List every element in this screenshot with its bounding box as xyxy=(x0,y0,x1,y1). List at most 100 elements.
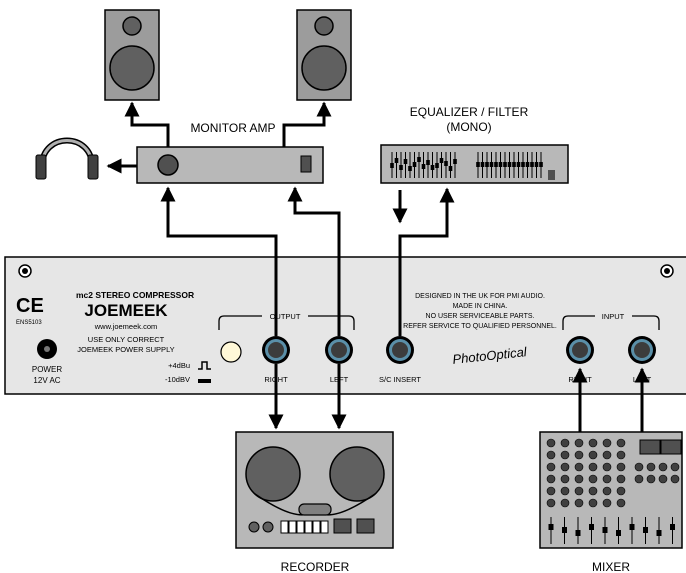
mixer-knob xyxy=(560,462,570,472)
mixer-knob xyxy=(588,486,598,496)
power-label: POWER xyxy=(32,365,62,374)
output-group-label: OUTPUT xyxy=(270,312,301,321)
mixer-fader-knob xyxy=(656,530,662,536)
eq-fader-knob xyxy=(408,166,412,171)
power-spec: 12V AC xyxy=(33,376,60,385)
recorder-button xyxy=(280,520,289,534)
notice-line2: MADE IN CHINA. xyxy=(453,303,508,310)
recorder-button xyxy=(296,520,305,534)
level-switch-high-icon[interactable] xyxy=(198,361,211,370)
eq-fader-knob xyxy=(435,163,439,168)
eq-fader-knob xyxy=(516,162,521,167)
mixer-knob xyxy=(588,474,598,484)
website: www.joemeek.com xyxy=(94,322,158,331)
output-right-to-amp xyxy=(160,186,278,336)
eq-fader-knob xyxy=(426,160,430,165)
sc-insert-label: S/C INSERT xyxy=(379,375,421,384)
sc-to-eq xyxy=(398,187,455,336)
eq-fader-knob xyxy=(503,162,507,167)
mixer-knob xyxy=(634,474,644,484)
mixer-knob xyxy=(574,498,584,508)
mixer-knob xyxy=(546,462,556,472)
mixer-knob xyxy=(616,486,626,496)
mixer-knob xyxy=(616,474,626,484)
eq-fader-knob xyxy=(394,158,399,163)
eq-fader-knob xyxy=(539,162,543,167)
amp-to-left-speaker xyxy=(124,101,170,147)
recorder-transport-buttons xyxy=(280,520,329,534)
eq-fader-knob xyxy=(421,164,426,169)
mixer-knob xyxy=(646,462,656,472)
level-high-label: +4dBu xyxy=(168,361,190,370)
output-left-to-amp xyxy=(287,186,341,336)
eq-fader-knob xyxy=(403,159,408,164)
mixer-knob xyxy=(602,498,612,508)
power-warning-line1: USE ONLY CORRECT xyxy=(88,335,165,344)
level-switch-low-icon[interactable] xyxy=(198,379,211,383)
notice-line4: REFER SERVICE TO QUALIFIED PERSONNEL. xyxy=(403,323,557,330)
eq-fader-knob xyxy=(525,162,530,167)
mixer-knob xyxy=(588,462,598,472)
eq-fader-knob xyxy=(512,162,516,167)
mixer-knob xyxy=(602,438,612,448)
mixer-knob xyxy=(574,438,584,448)
mixer-knob xyxy=(574,486,584,496)
model-name: mc2 STEREO COMPRESSOR xyxy=(76,290,194,300)
input-left-jack[interactable] xyxy=(628,336,656,364)
mixer-knob xyxy=(546,438,556,448)
sc-insert-jack[interactable] xyxy=(386,336,414,364)
mixer-fader-knob xyxy=(643,527,648,533)
mixer-fader-knob xyxy=(562,527,567,533)
mixer-knob xyxy=(616,498,626,508)
mixer-knob xyxy=(658,462,668,472)
eq-fader-knob xyxy=(476,162,480,167)
speaker-left xyxy=(104,9,160,101)
brand-logo: JOEMEEK xyxy=(84,301,168,320)
eq-fader-knob xyxy=(444,161,448,166)
power-jack[interactable] xyxy=(37,339,57,359)
eq-fader-knob xyxy=(390,163,394,168)
screw-icon xyxy=(660,264,674,278)
eq-fader-knob xyxy=(507,162,512,167)
mixer-knob xyxy=(546,486,556,496)
eq-fader-knob xyxy=(480,162,485,167)
mixer-knob xyxy=(616,462,626,472)
input-right-jack[interactable] xyxy=(566,336,594,364)
mixer-knob xyxy=(646,474,656,484)
mixer-knobs xyxy=(546,438,680,508)
equalizer-label-line1: EQUALIZER / FILTER xyxy=(410,105,529,119)
equalizer-faders xyxy=(390,152,543,178)
eq-fader-knob xyxy=(417,157,421,162)
mixer-fader-knob xyxy=(548,524,554,530)
eq-fader-knob xyxy=(439,158,444,163)
eq-fader-knob xyxy=(485,162,489,167)
mixer-knob xyxy=(670,474,680,484)
mixer-knob xyxy=(574,450,584,460)
mixer-knob xyxy=(560,438,570,448)
mixer-fader-knob xyxy=(670,524,675,530)
mixer-knob xyxy=(574,462,584,472)
output-right-jack[interactable] xyxy=(262,336,290,364)
mixer-faders xyxy=(548,517,675,544)
equalizer-label-line2: (MONO) xyxy=(446,120,491,134)
recorder-button xyxy=(312,520,321,534)
eq-fader-knob xyxy=(399,165,403,170)
eq-fader-knob xyxy=(498,162,503,167)
mixer-knob xyxy=(560,498,570,508)
speaker-right xyxy=(296,9,352,101)
mixer-knob xyxy=(616,438,626,448)
output-left-jack[interactable] xyxy=(325,336,353,364)
recorder-button xyxy=(304,520,313,534)
eq-fader-knob xyxy=(430,165,435,170)
mixer-knob xyxy=(602,474,612,484)
mixer-knob xyxy=(602,450,612,460)
mixer-knob xyxy=(546,474,556,484)
power-warning-line2: JOEMEEK POWER SUPPLY xyxy=(77,345,174,354)
mixer-knob xyxy=(634,462,644,472)
mixer-fader-knob xyxy=(589,524,594,530)
mixer-fader-knob xyxy=(616,530,621,536)
mixer-knob xyxy=(616,450,626,460)
ce-mark: CE xyxy=(16,295,44,317)
eq-fader-knob xyxy=(412,162,417,167)
